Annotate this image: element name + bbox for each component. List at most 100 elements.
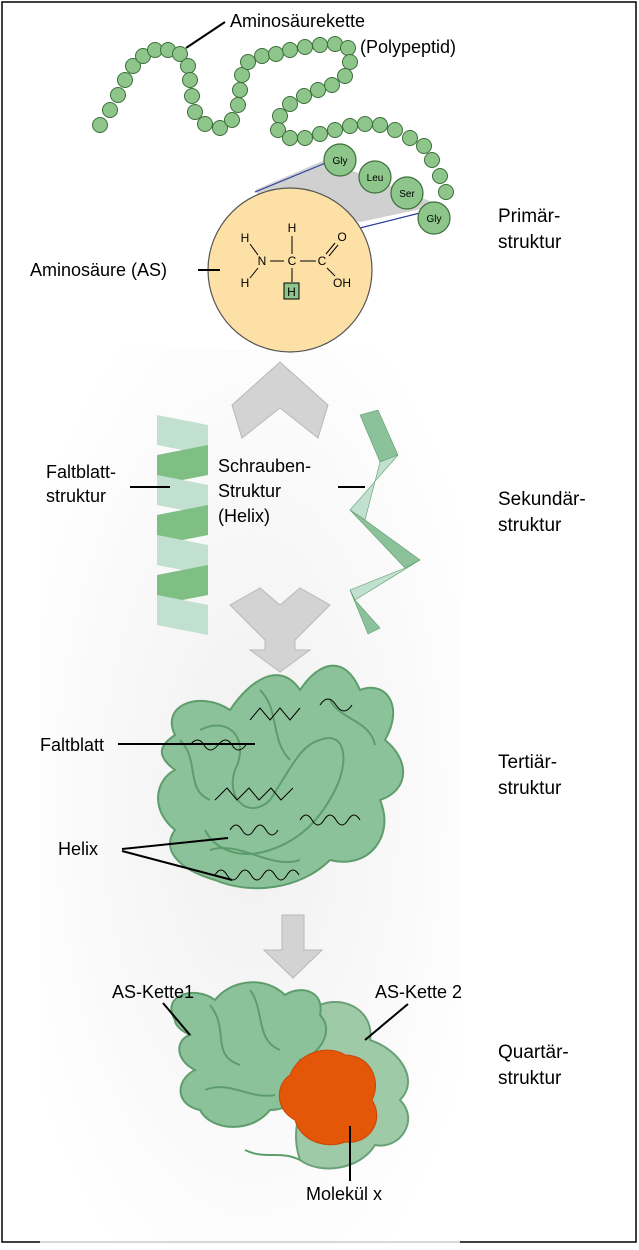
bead — [184, 88, 200, 104]
helix-label: Schrauben- — [218, 456, 311, 476]
down-arrow — [262, 914, 324, 979]
sheet-segment — [157, 445, 208, 485]
atom-h: H — [288, 221, 297, 235]
sheet-segment — [157, 415, 208, 455]
atom-h-sidechain: H — [287, 285, 296, 299]
primary-structure-label-2: struktur — [498, 232, 562, 253]
secondary-structure-label: Sekundär- — [498, 489, 586, 510]
chain-2-leader — [364, 1003, 409, 1041]
bead — [240, 54, 256, 70]
bead — [297, 130, 313, 146]
bead — [272, 108, 288, 124]
residue-label: Ser — [399, 189, 415, 200]
bead — [340, 40, 356, 56]
bead — [110, 87, 126, 103]
bead — [310, 82, 326, 98]
bead — [187, 104, 203, 120]
funnel-line-left — [254, 161, 329, 193]
amino-acid-circle — [207, 187, 373, 353]
atom-n: N — [258, 254, 267, 268]
sheet-label: Faltblatt- — [46, 462, 116, 482]
atom-o: O — [337, 230, 346, 244]
bead — [387, 122, 403, 138]
bead — [342, 118, 358, 134]
bead — [438, 184, 454, 200]
split-arrow — [231, 361, 329, 439]
residue-label: Leu — [367, 173, 384, 184]
residue-label: Gly — [427, 214, 442, 225]
bead — [182, 72, 198, 88]
sheet-segment — [157, 535, 208, 575]
bead — [432, 168, 448, 184]
chain-label-sub: (Polypeptid) — [360, 37, 456, 57]
helix-segment — [349, 589, 381, 635]
tertiary-helix-leader-1 — [121, 837, 229, 850]
tertiary-structure-label: Tertiär- — [498, 752, 557, 773]
polypeptid-bead-chain — [92, 36, 454, 200]
sheet-segment — [157, 505, 208, 545]
bead — [197, 116, 213, 132]
bead — [212, 120, 228, 136]
residue-leu: Leu — [358, 160, 392, 194]
bead — [172, 46, 188, 62]
bead — [337, 68, 353, 84]
tertiary-helix-leader-2 — [121, 850, 233, 881]
bead — [424, 152, 440, 168]
bead — [270, 122, 286, 138]
quaternary-structure-label-2: struktur — [498, 1068, 562, 1089]
bead — [224, 112, 240, 128]
bead — [357, 116, 373, 132]
amino-acid-label: Aminosäure (AS) — [30, 260, 167, 280]
faltblatt-sheet — [157, 415, 208, 635]
atom-h: H — [241, 231, 250, 245]
chain-leader-line — [185, 21, 226, 49]
bead — [402, 130, 418, 146]
bead — [282, 130, 298, 146]
primary-structure-label: Primär- — [498, 206, 560, 227]
bead — [125, 58, 141, 74]
helix-label-3: (Helix) — [218, 506, 270, 526]
bead — [268, 46, 284, 62]
sheet-label-2: struktur — [46, 486, 106, 506]
tertiary-helix-label: Helix — [58, 839, 98, 859]
merge-arrow — [229, 587, 331, 673]
sheet-segment — [157, 595, 208, 635]
chain-1-label: AS-Kette1 — [112, 982, 194, 1002]
bead — [282, 96, 298, 112]
bead — [296, 88, 312, 104]
residue-gly-1: Gly — [323, 143, 357, 177]
sheet-segment — [157, 565, 208, 605]
bead — [230, 97, 246, 113]
bead — [282, 42, 298, 58]
bead — [117, 72, 133, 88]
chain-2-label: AS-Kette 2 — [375, 982, 462, 1002]
helix-ribbon — [349, 409, 421, 635]
tertiary-structure-label-2: struktur — [498, 778, 562, 799]
atom-h: H — [241, 276, 250, 290]
bead — [416, 138, 432, 154]
bead — [102, 102, 118, 118]
bead — [372, 117, 388, 133]
quaternary-complex — [170, 981, 410, 1170]
atom-oh: OH — [333, 276, 351, 290]
secondary-structure-label-2: struktur — [498, 515, 562, 536]
bead — [312, 126, 328, 142]
sheet-segment — [157, 475, 208, 515]
molecule-x-blob — [278, 1049, 378, 1146]
quaternary-structure-label: Quartär- — [498, 1042, 569, 1063]
bead — [254, 48, 270, 64]
bead — [92, 117, 108, 133]
tertiary-ribbon — [157, 664, 405, 890]
chain-label: Aminosäurekette — [230, 11, 365, 31]
bead — [312, 37, 328, 53]
bead — [297, 39, 313, 55]
bead — [234, 67, 250, 83]
bead — [180, 58, 196, 74]
amino-acid-formula: H H N H C C O OH H — [241, 221, 351, 300]
molecule-label: Molekül x — [306, 1184, 382, 1204]
atom-c: C — [318, 254, 327, 268]
bead — [232, 82, 248, 98]
tertiary-sheet-label: Faltblatt — [40, 735, 104, 755]
